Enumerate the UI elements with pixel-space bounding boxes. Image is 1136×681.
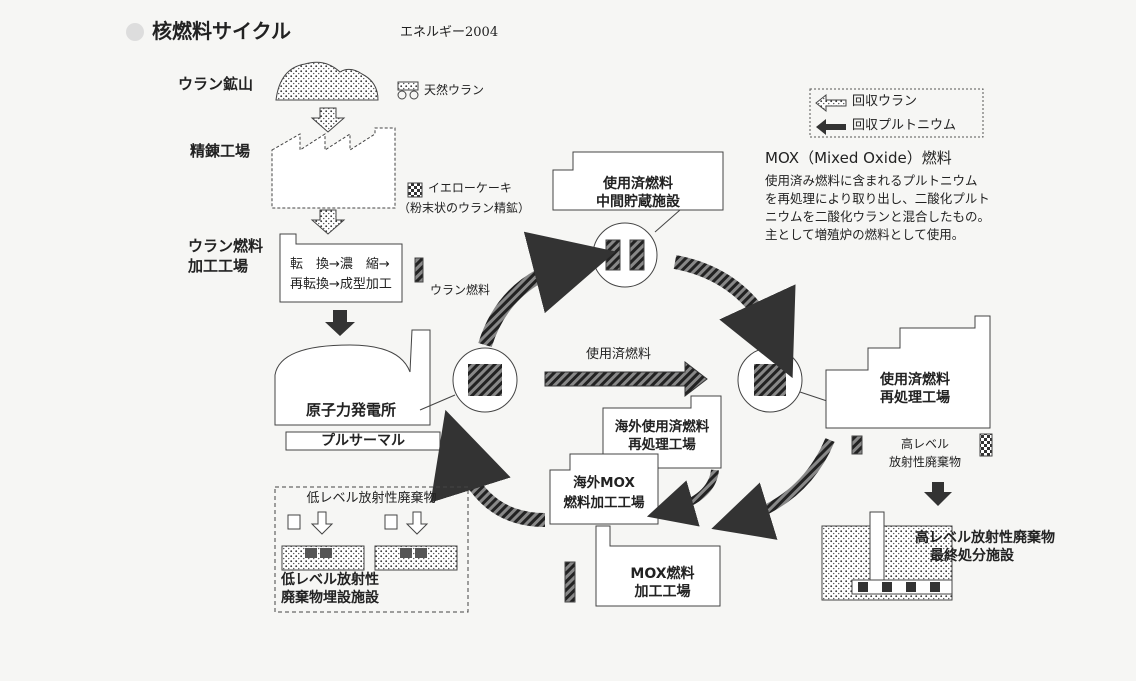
natural-uranium-cart [397,81,419,100]
yellowcake-note: （粉末状のウラン精鉱） [398,201,531,215]
overseas-mox-label-1: 海外MOX [573,475,635,491]
natural-uranium-label: 天然ウラン [424,83,485,97]
arrow-fuel-powerplant [325,310,355,336]
llw-header: 低レベル放射性廃棄物 [306,491,437,506]
overseas-reprocess-label-1: 海外使用済燃料 [614,419,710,435]
process-line-2: 再転換→成型加工 [290,277,392,292]
arrow-interim-reprocess [673,255,796,379]
mox-note-line: 使用済み燃料に含まれるプルトニウム [765,173,978,188]
hlw-disposal-ground [821,511,953,601]
mox-note-heading: MOX（Mixed Oxide）燃料 [765,149,952,167]
legend-recovered-plutonium: 回収プルトニウム [852,118,957,133]
hlw-canister-2 [979,433,993,457]
mox-note-line: 主として増殖炉の燃料として使用。 [765,227,965,242]
yellowcake-label: イエローケーキ [428,181,512,195]
legend-arrow-uranium [815,93,847,113]
title-bullet [126,23,144,41]
llw-drums [281,511,458,571]
hlw-disposal-label-2: 最終処分施設 [930,548,1014,564]
arrow-mine-refinery [310,107,346,133]
llw-facility-label-1: 低レベル放射性 [281,572,379,588]
page-title: 核燃料サイクル [152,19,291,43]
hlw-canister-1 [851,435,863,455]
overseas-mox-label-2: 燃料加工工場 [563,495,645,511]
interim-storage-label-2: 中間貯蔵施設 [596,194,680,210]
pluthermal-label: プルサーマル [321,433,405,449]
mox-plant-shape [595,525,721,607]
yellowcake-swatch [407,182,423,198]
llw-dashed-area [274,486,469,613]
arrow-reprocess-mox [711,438,835,540]
hlw-label-2: 放射性廃棄物 [888,455,961,469]
power-plant-label: 原子力発電所 [306,401,397,419]
mox-note-line: ニウムを二酸化ウランと混合したもの。 [765,209,991,224]
uranium-fuel-rods [414,257,424,283]
uranium-fuel-label: ウラン燃料 [430,283,491,297]
interim-storage-core [592,222,658,288]
mox-plant-label-2: 加工工場 [634,584,691,600]
legend-box [809,88,984,138]
legend-arrow-plutonium [816,119,846,135]
reprocess-label-1: 使用済燃料 [880,372,950,388]
fuel-plant-label-2: 加工工場 [188,257,249,275]
uranium-mine-label: ウラン鉱山 [178,75,254,93]
mox-note-line: を再処理により取り出し、二酸化プルト [765,191,990,206]
mox-plant-label-1: MOX燃料 [630,566,695,582]
reprocess-label-2: 再処理工場 [880,390,950,406]
overseas-reprocess-label-2: 再処理工場 [628,437,696,453]
refinery-shape [271,127,396,209]
power-plant-shape [274,329,431,426]
arrow-mox-plant [430,409,546,527]
arrow-hlw-down [924,482,952,506]
arrow-refinery-fuel [310,209,346,235]
hlw-label-1: 高レベル [900,437,949,451]
llw-facility-label-2: 廃棄物埋設施設 [281,590,379,606]
reprocess-shape [825,315,991,429]
interim-storage-shape [552,151,724,211]
overseas-mox-shape [549,453,659,525]
hlw-disposal-label-1: 高レベル放射性廃棄物 [915,530,1055,546]
fuel-plant-shape [279,233,403,303]
refinery-label: 精錬工場 [190,142,251,160]
interim-storage-label-1: 使用済燃料 [603,176,673,192]
arrow-plant-interim [478,231,616,348]
fuel-plant-label-1: ウラン燃料 [188,237,264,255]
process-line-1: 転 換→濃 縮→ [290,257,390,272]
uranium-mine-shape [275,61,379,101]
page-subtitle: エネルギー2004 [400,25,499,40]
legend-recovered-uranium: 回収ウラン [852,94,918,109]
arrow-overseas [646,469,719,527]
arrow-spent-fuel [544,360,708,398]
spent-fuel-flow-label: 使用済燃料 [586,347,652,362]
mox-rods [564,561,576,603]
